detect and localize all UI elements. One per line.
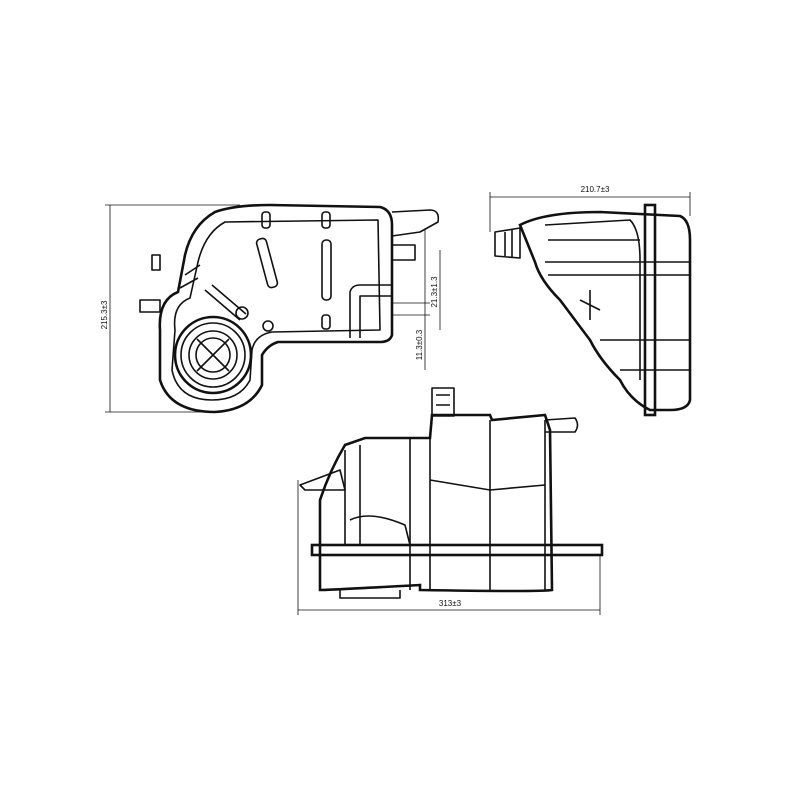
dimension-length-label: 313±3: [439, 599, 462, 608]
dimension-outlet-upper-label: 21.3±1.3: [430, 276, 439, 308]
front-view: 313±3: [297, 387, 604, 615]
dimension-width-label: 210.7±3: [581, 185, 610, 194]
dimension-height-label: 215.3±3: [100, 300, 109, 329]
side-view: 210.7±3: [489, 185, 692, 417]
dimension-height: 215.3±3: [100, 204, 240, 413]
top-view: [139, 203, 440, 414]
dimension-outlet-lower-label: 11.3±0.3: [415, 329, 424, 360]
dimension-outlet: 21.3±1.3 11.3±0.3: [392, 230, 441, 370]
